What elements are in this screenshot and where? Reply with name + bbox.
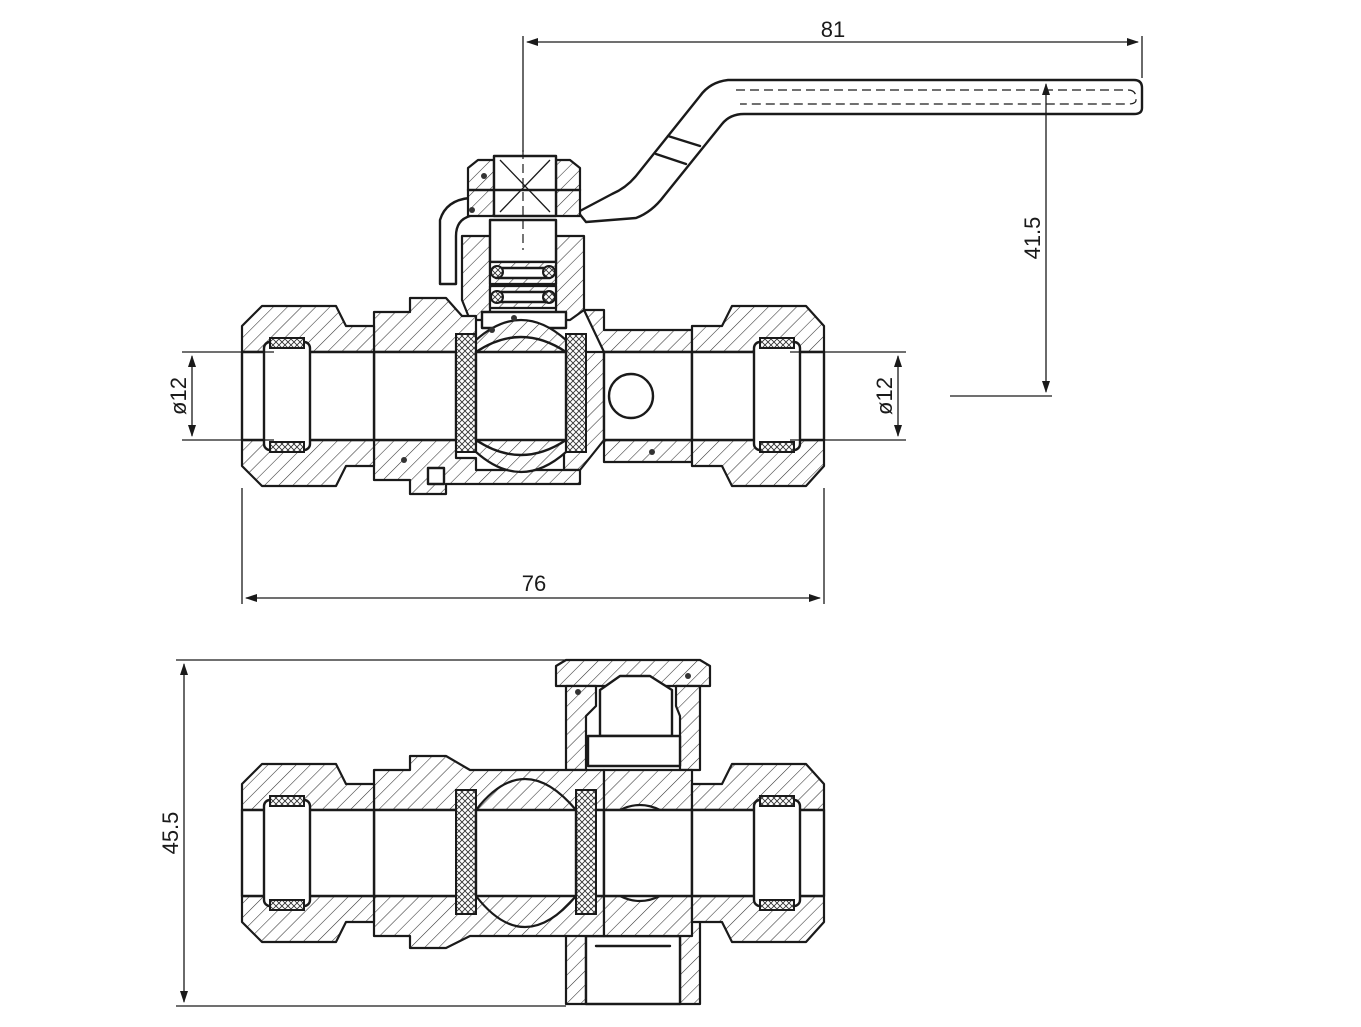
- lever-handle: [438, 78, 1144, 286]
- stem-housing: [460, 150, 586, 350]
- top-cap: [554, 658, 712, 772]
- dim-overall-length: 76: [522, 571, 546, 596]
- bottom-ball: [455, 777, 597, 929]
- valve-body-left: [372, 296, 582, 496]
- dim-handle-length: 81: [821, 17, 845, 42]
- stem-nut: [466, 154, 582, 218]
- dim-handle-height: 41.5: [1020, 217, 1045, 260]
- dim-inlet-right: ø12: [872, 377, 897, 415]
- valve-body-right: [562, 308, 694, 472]
- left-union-nut: [240, 304, 376, 488]
- bottom-right-union: [690, 762, 826, 944]
- top-section-view: [240, 78, 1144, 496]
- dimension-lines: [176, 36, 1143, 1007]
- dimension-labels: 81 41.5 ø12 ø12 76 45.5: [158, 17, 1045, 854]
- bottom-section-view: [240, 658, 826, 1006]
- dim-inlet-left: ø12: [166, 377, 191, 415]
- right-union-nut: [690, 304, 826, 488]
- dim-overall-height: 45.5: [158, 812, 183, 855]
- bottom-left-union: [240, 762, 376, 944]
- valve-ball: [455, 319, 587, 473]
